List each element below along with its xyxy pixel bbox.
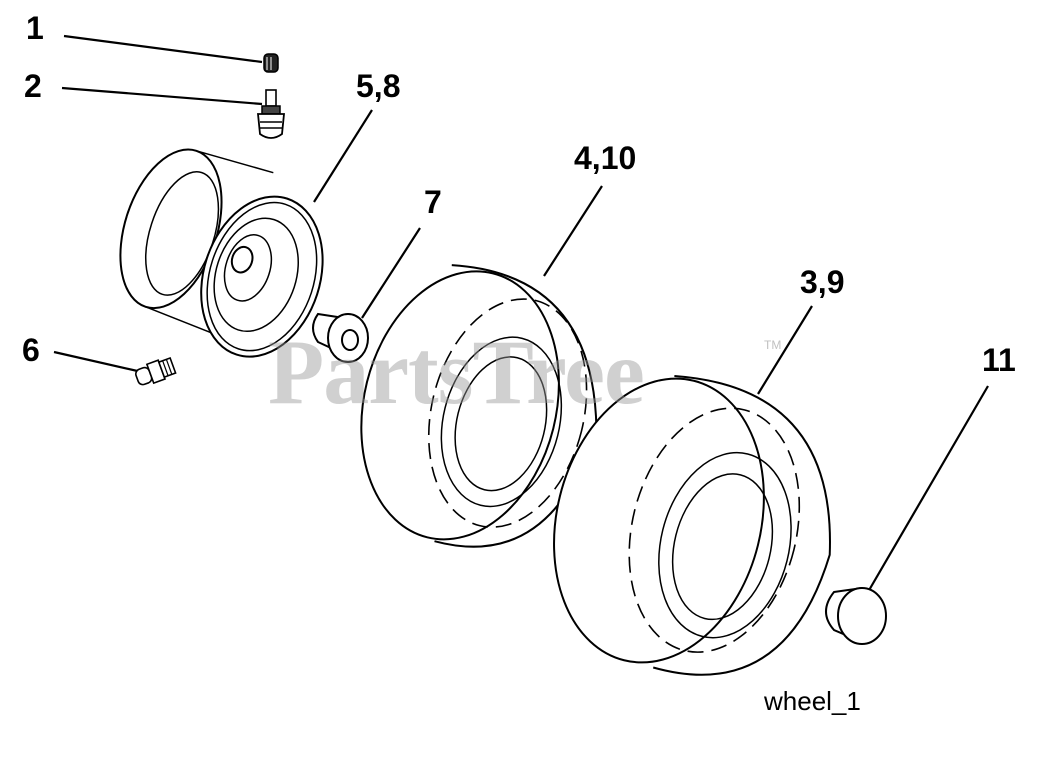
leader-4-10 <box>543 185 603 277</box>
watermark-text: PartsTree <box>268 321 645 423</box>
bushing <box>312 312 369 363</box>
wheel-rim <box>119 148 324 358</box>
callout-5-8: 5,8 <box>356 68 401 104</box>
leader-1 <box>63 34 263 64</box>
callout-4-10: 4,10 <box>574 140 637 176</box>
grease-fitting <box>135 356 177 386</box>
leader-3-9 <box>757 305 813 395</box>
tire-front <box>360 264 598 548</box>
callout-7: 7 <box>424 184 442 220</box>
leader-6 <box>53 350 143 374</box>
valve-cap <box>263 53 279 73</box>
leader-2 <box>61 86 263 106</box>
diagram-caption: wheel_1 <box>764 686 861 716</box>
leader-lines <box>53 34 989 593</box>
valve-stem <box>257 89 285 139</box>
leader-11 <box>867 385 989 593</box>
callout-6: 6 <box>22 332 40 368</box>
leader-5-8 <box>313 109 373 203</box>
callout-3-9: 3,9 <box>800 264 845 300</box>
callout-11: 11 <box>982 342 1016 378</box>
callout-1: 1 <box>26 10 44 46</box>
watermark-trademark: TM <box>764 338 782 352</box>
callout-2: 2 <box>24 68 42 104</box>
leader-7 <box>361 227 421 319</box>
tire-rear <box>553 374 831 676</box>
spacer-bushing <box>825 586 887 645</box>
